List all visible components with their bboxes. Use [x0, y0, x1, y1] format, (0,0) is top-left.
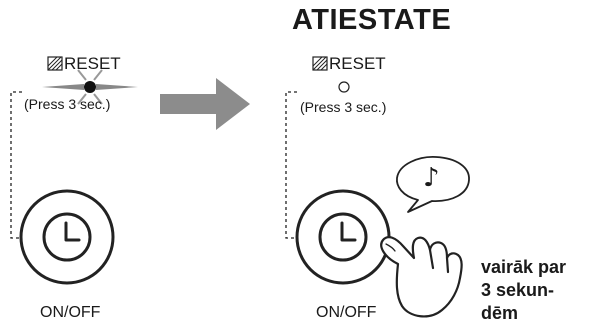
music-note-icon: ♪	[423, 163, 440, 193]
duration-note: vairāk par 3 sekun- dēm	[481, 256, 566, 325]
dashed-bracket-right	[285, 91, 297, 239]
reset-hatch-icon	[47, 56, 63, 71]
led-blinking-icon	[42, 69, 138, 105]
reset-hatch-icon	[312, 56, 328, 71]
note-line: dēm	[481, 303, 519, 323]
note-line: 3 sekun-	[481, 280, 555, 300]
clock-icon	[295, 189, 391, 285]
dashed-bracket-left	[10, 91, 22, 239]
reset-label: RESET	[64, 54, 121, 73]
press-label: (Press 3 sec.)	[300, 99, 387, 115]
hand-pressing-icon	[380, 236, 463, 318]
press-label: (Press 3 sec.)	[24, 96, 111, 112]
clock-icon	[19, 189, 115, 285]
reset-label: RESET	[329, 54, 386, 73]
onoff-label: ON/OFF	[40, 304, 101, 321]
note-line: vairāk par	[481, 257, 567, 277]
speech-bubble-icon	[396, 156, 470, 213]
arrow-right-icon	[160, 78, 250, 130]
onoff-label: ON/OFF	[316, 304, 377, 321]
page-title: ATIESTATE	[292, 4, 452, 36]
led-off-icon	[338, 81, 350, 93]
